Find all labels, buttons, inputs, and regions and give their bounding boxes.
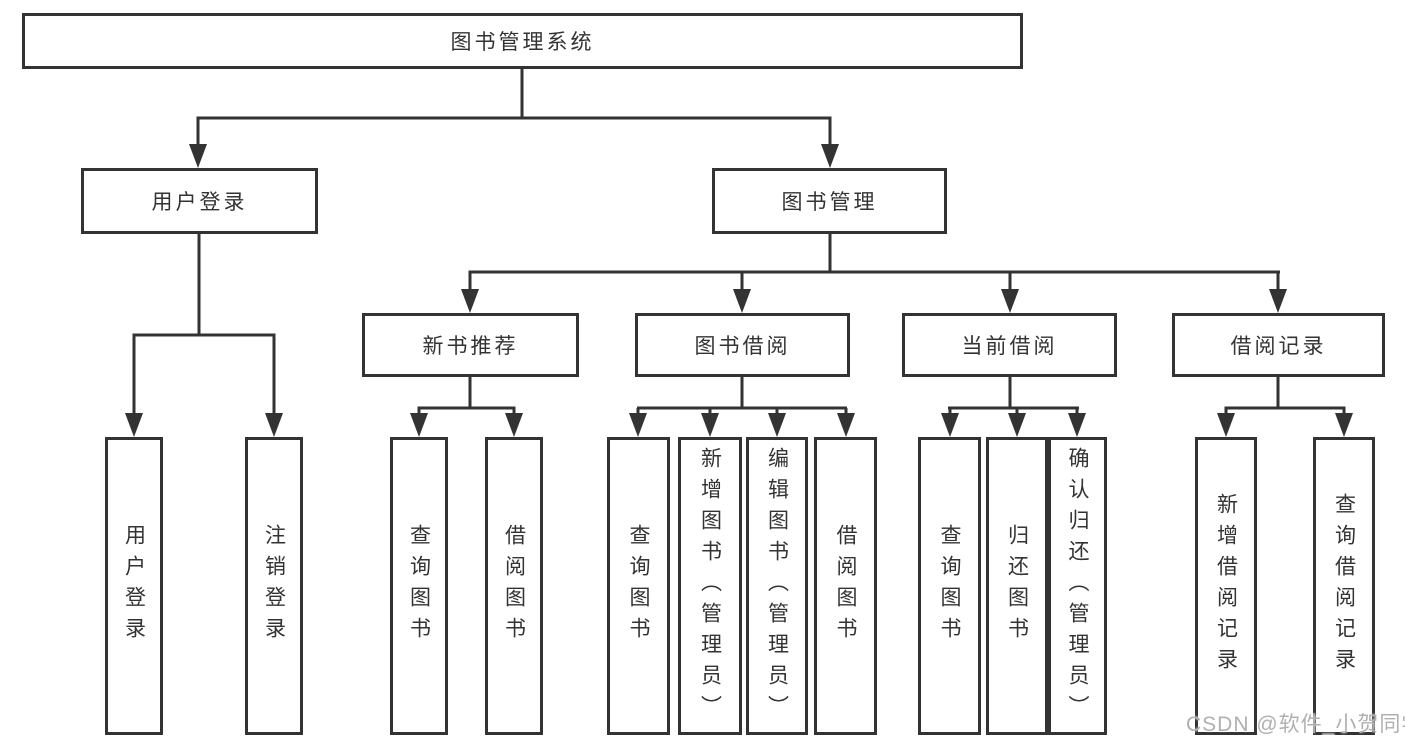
node-cb-return-books-label: 归还图书 bbox=[1005, 524, 1029, 648]
node-rec-borrow-books: 借阅图书 bbox=[485, 437, 543, 735]
node-new-book-recommendation: 新书推荐 bbox=[362, 313, 579, 377]
node-bb-edit-books-label: 编辑图书（管理员） bbox=[765, 446, 789, 726]
node-bb-add-books-label: 新增图书（管理员） bbox=[698, 446, 722, 726]
node-bb-query-books-label: 查询图书 bbox=[627, 524, 650, 648]
node-current-borrow: 当前借阅 bbox=[902, 313, 1117, 377]
node-bb-edit-books: 编辑图书（管理员） bbox=[746, 437, 808, 735]
node-user-login-label: 用户登录 bbox=[151, 191, 248, 214]
node-borrow-records-label: 借阅记录 bbox=[1230, 335, 1327, 358]
node-bb-query-books: 查询图书 bbox=[607, 437, 670, 735]
node-cb-return-books: 归还图书 bbox=[986, 437, 1048, 735]
node-user-login: 用户登录 bbox=[81, 168, 318, 234]
node-cb-query-books-label: 查询图书 bbox=[938, 524, 961, 648]
node-book-management-label: 图书管理 bbox=[781, 191, 878, 214]
node-br-query-record: 查询借阅记录 bbox=[1313, 437, 1375, 735]
node-root: 图书管理系统 bbox=[22, 13, 1023, 69]
node-current-borrow-label: 当前借阅 bbox=[961, 335, 1058, 358]
node-bb-add-books: 新增图书（管理员） bbox=[678, 437, 742, 735]
node-rec-query-books-label: 查询图书 bbox=[407, 524, 431, 648]
node-book-borrow: 图书借阅 bbox=[635, 313, 850, 377]
node-logout: 注销登录 bbox=[245, 437, 303, 735]
node-rec-query-books: 查询图书 bbox=[390, 437, 448, 735]
node-book-management: 图书管理 bbox=[712, 168, 947, 234]
node-cb-confirm-return: 确认归还（管理员） bbox=[1048, 437, 1107, 735]
csdn-watermark: CSDN @软件_小贺同学 bbox=[1186, 713, 1405, 736]
node-bb-borrow-books-label: 借阅图书 bbox=[834, 524, 857, 648]
node-login-label: 用户登录 bbox=[122, 524, 146, 648]
node-root-label: 图书管理系统 bbox=[450, 31, 595, 54]
node-br-query-record-label: 查询借阅记录 bbox=[1332, 493, 1356, 679]
node-book-borrow-label: 图书借阅 bbox=[694, 335, 791, 358]
node-rec-borrow-books-label: 借阅图书 bbox=[502, 524, 526, 648]
node-logout-label: 注销登录 bbox=[262, 524, 286, 648]
node-cb-query-books: 查询图书 bbox=[918, 437, 981, 735]
node-new-book-recommendation-label: 新书推荐 bbox=[422, 335, 519, 358]
node-borrow-records: 借阅记录 bbox=[1172, 313, 1385, 377]
node-login: 用户登录 bbox=[105, 437, 163, 735]
arrowheads bbox=[125, 144, 1353, 437]
node-bb-borrow-books: 借阅图书 bbox=[814, 437, 877, 735]
node-br-add-record-label: 新增借阅记录 bbox=[1214, 493, 1238, 679]
node-cb-confirm-return-label: 确认归还（管理员） bbox=[1066, 446, 1089, 726]
node-br-add-record: 新增借阅记录 bbox=[1195, 437, 1257, 735]
